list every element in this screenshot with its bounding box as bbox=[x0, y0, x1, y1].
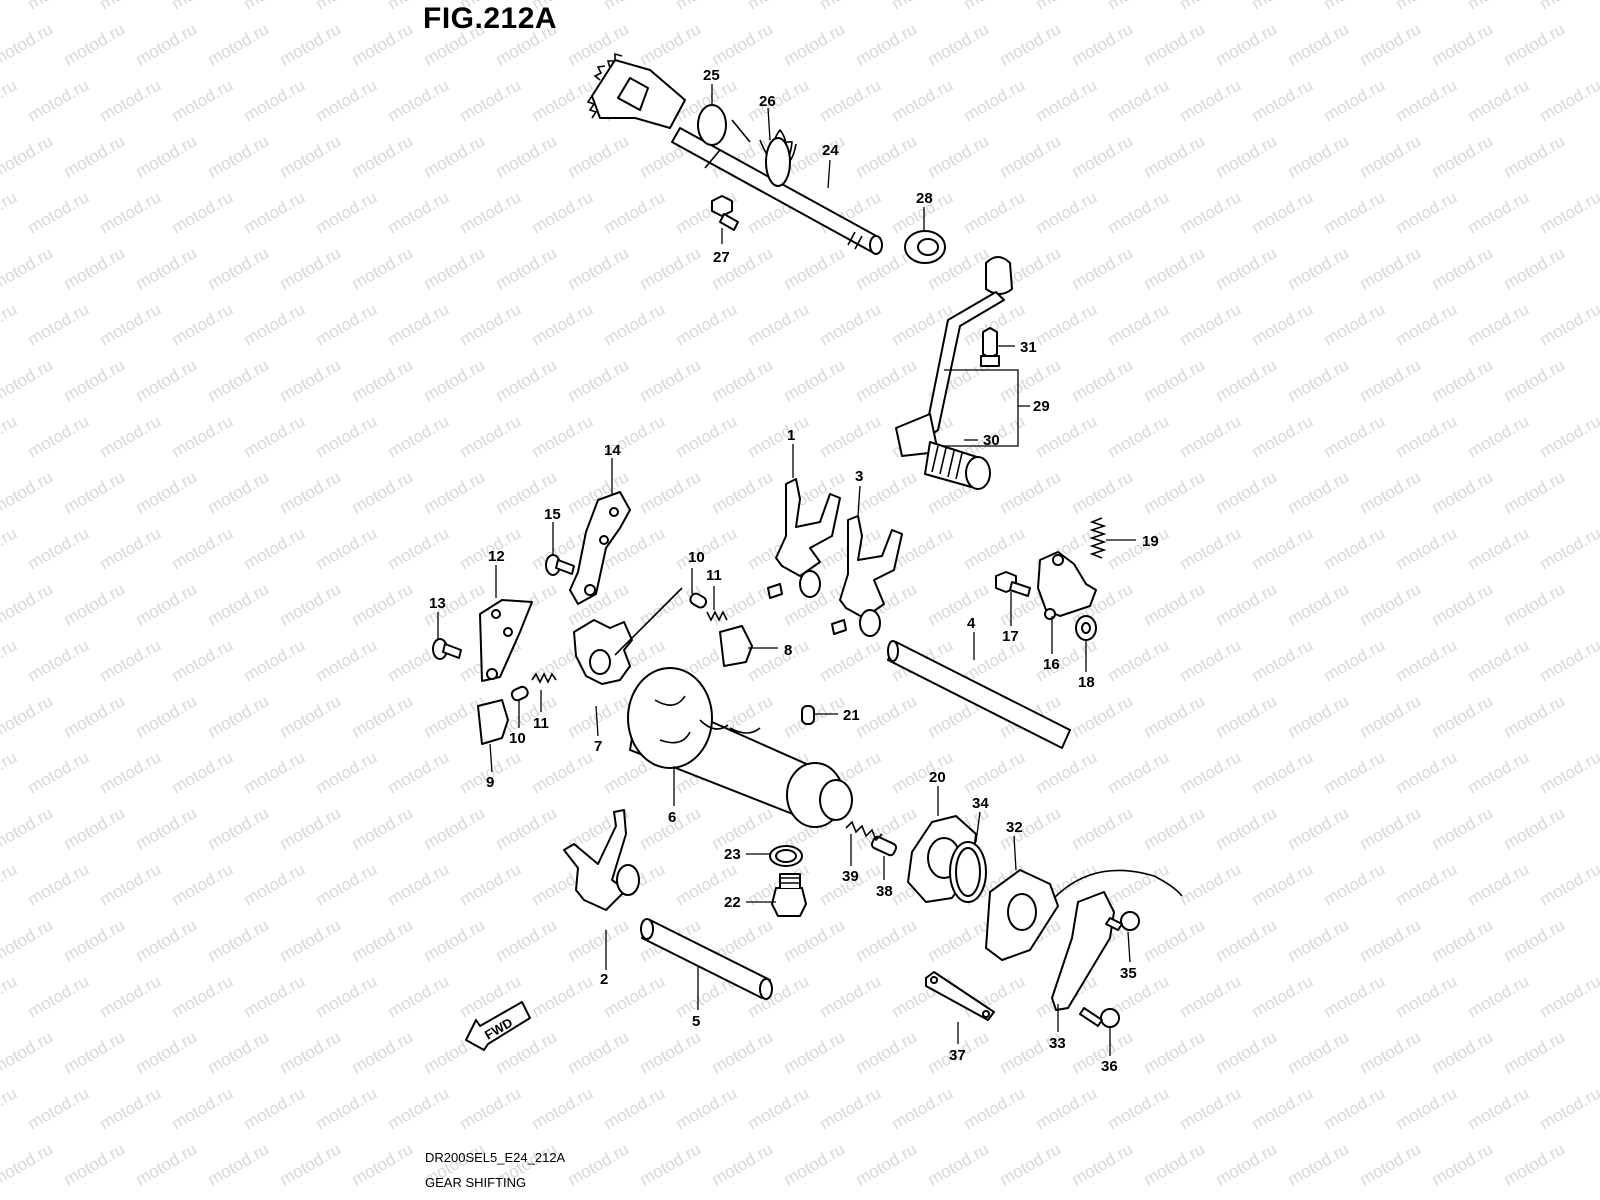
shaft-return-spring-part bbox=[704, 119, 797, 187]
cam-stopper-7-part bbox=[573, 587, 683, 685]
washer-18-part bbox=[1075, 615, 1097, 641]
pawl-pins-10-part bbox=[510, 592, 708, 702]
callout-16: 16 bbox=[1043, 656, 1060, 673]
callout-2: 2 bbox=[600, 971, 608, 988]
gasket-23-part bbox=[769, 845, 803, 867]
plug-22-part bbox=[771, 873, 807, 917]
screws-35-36-part bbox=[1079, 911, 1140, 1028]
callout-12: 12 bbox=[488, 548, 505, 565]
callout-19: 19 bbox=[1142, 533, 1159, 550]
gearshift-cam-part bbox=[627, 667, 853, 828]
callout-22: 22 bbox=[724, 894, 741, 911]
o-ring-34-part bbox=[949, 841, 987, 903]
callout-1: 1 bbox=[787, 427, 795, 444]
switch-bracket-33-part bbox=[1051, 891, 1115, 1011]
spring-39-part bbox=[845, 820, 883, 842]
shift-fork-3-part bbox=[831, 515, 903, 637]
callout-6: 6 bbox=[668, 809, 676, 826]
figure-caption: GEAR SHIFTING bbox=[425, 1175, 527, 1190]
shift-shaft-arm-part bbox=[586, 52, 727, 146]
callout-33: 33 bbox=[1049, 1035, 1066, 1052]
callout-20: 20 bbox=[929, 769, 946, 786]
gear-position-switch-32-part bbox=[985, 869, 1183, 961]
shift-fork-1-part bbox=[767, 478, 841, 599]
leader-lines bbox=[437, 84, 1136, 1056]
callout-27: 27 bbox=[713, 249, 730, 266]
spring-19-part bbox=[1089, 517, 1107, 559]
callout-11a: 11 bbox=[533, 715, 549, 732]
callout-10a: 10 bbox=[509, 730, 526, 747]
callout-7: 7 bbox=[594, 738, 602, 755]
callout-34: 34 bbox=[972, 795, 989, 812]
callout-35: 35 bbox=[1120, 965, 1137, 982]
callout-9: 9 bbox=[486, 774, 494, 791]
gearshift-lever-part bbox=[895, 256, 1013, 457]
fork-shaft-5-part bbox=[640, 918, 773, 1000]
forward-direction-arrow: FWD bbox=[465, 1001, 531, 1051]
callout-29: 29 bbox=[1033, 398, 1050, 415]
lever-bolt-part bbox=[980, 327, 1000, 367]
callout-39: 39 bbox=[842, 868, 859, 885]
callout-13: 13 bbox=[429, 595, 446, 612]
callout-31: 31 bbox=[1020, 339, 1037, 356]
callout-37: 37 bbox=[949, 1047, 966, 1064]
model-code: DR200SEL5_E24_212A bbox=[425, 1150, 566, 1165]
callout-30: 30 bbox=[983, 432, 1000, 449]
figure-title: FIG.212A bbox=[423, 2, 558, 35]
stopper-plate-14-part bbox=[569, 491, 631, 605]
callout-17: 17 bbox=[1002, 628, 1019, 645]
callout-15: 15 bbox=[544, 506, 561, 523]
callout-8: 8 bbox=[784, 642, 792, 659]
bolt-17-part bbox=[995, 571, 1031, 597]
callout-numbers: 1 2 3 4 5 6 7 8 9 10 10 11 11 12 13 14 1… bbox=[429, 67, 1159, 1075]
callout-23: 23 bbox=[724, 846, 741, 863]
callout-4: 4 bbox=[967, 615, 976, 632]
callout-32: 32 bbox=[1006, 819, 1023, 836]
stopper-plate-12-part bbox=[479, 599, 533, 682]
fork-shaft-4-part bbox=[887, 640, 1071, 749]
spring-stopper-bolt-part bbox=[711, 195, 739, 231]
callout-14: 14 bbox=[604, 442, 621, 459]
callout-26: 26 bbox=[759, 93, 776, 110]
clamp-37-part bbox=[925, 971, 995, 1021]
lever-rubber-part bbox=[924, 441, 991, 490]
callout-24: 24 bbox=[822, 142, 839, 159]
callout-21: 21 bbox=[843, 707, 860, 724]
callout-5: 5 bbox=[692, 1013, 700, 1030]
oil-seal-part bbox=[904, 230, 946, 264]
callout-18: 18 bbox=[1078, 674, 1095, 691]
screw-15-part bbox=[545, 554, 575, 576]
shift-fork-2-part bbox=[563, 809, 640, 911]
gearshift-shaft-part bbox=[671, 127, 883, 255]
cam-driven-gear-16-part bbox=[1037, 551, 1097, 620]
pawl-springs-11-part bbox=[531, 610, 728, 684]
callout-10b: 10 bbox=[688, 549, 705, 566]
callout-25: 25 bbox=[703, 67, 720, 84]
callout-36: 36 bbox=[1101, 1058, 1118, 1075]
screw-13-part bbox=[432, 638, 462, 660]
callout-3: 3 bbox=[855, 468, 863, 485]
callout-38: 38 bbox=[876, 883, 893, 900]
callout-11b: 11 bbox=[706, 567, 722, 584]
contact-38-part bbox=[870, 835, 898, 857]
cam-pin-21-part bbox=[801, 705, 815, 725]
pawl-8-part bbox=[719, 625, 753, 667]
callout-28: 28 bbox=[916, 190, 933, 207]
pawl-9-part bbox=[477, 699, 509, 745]
